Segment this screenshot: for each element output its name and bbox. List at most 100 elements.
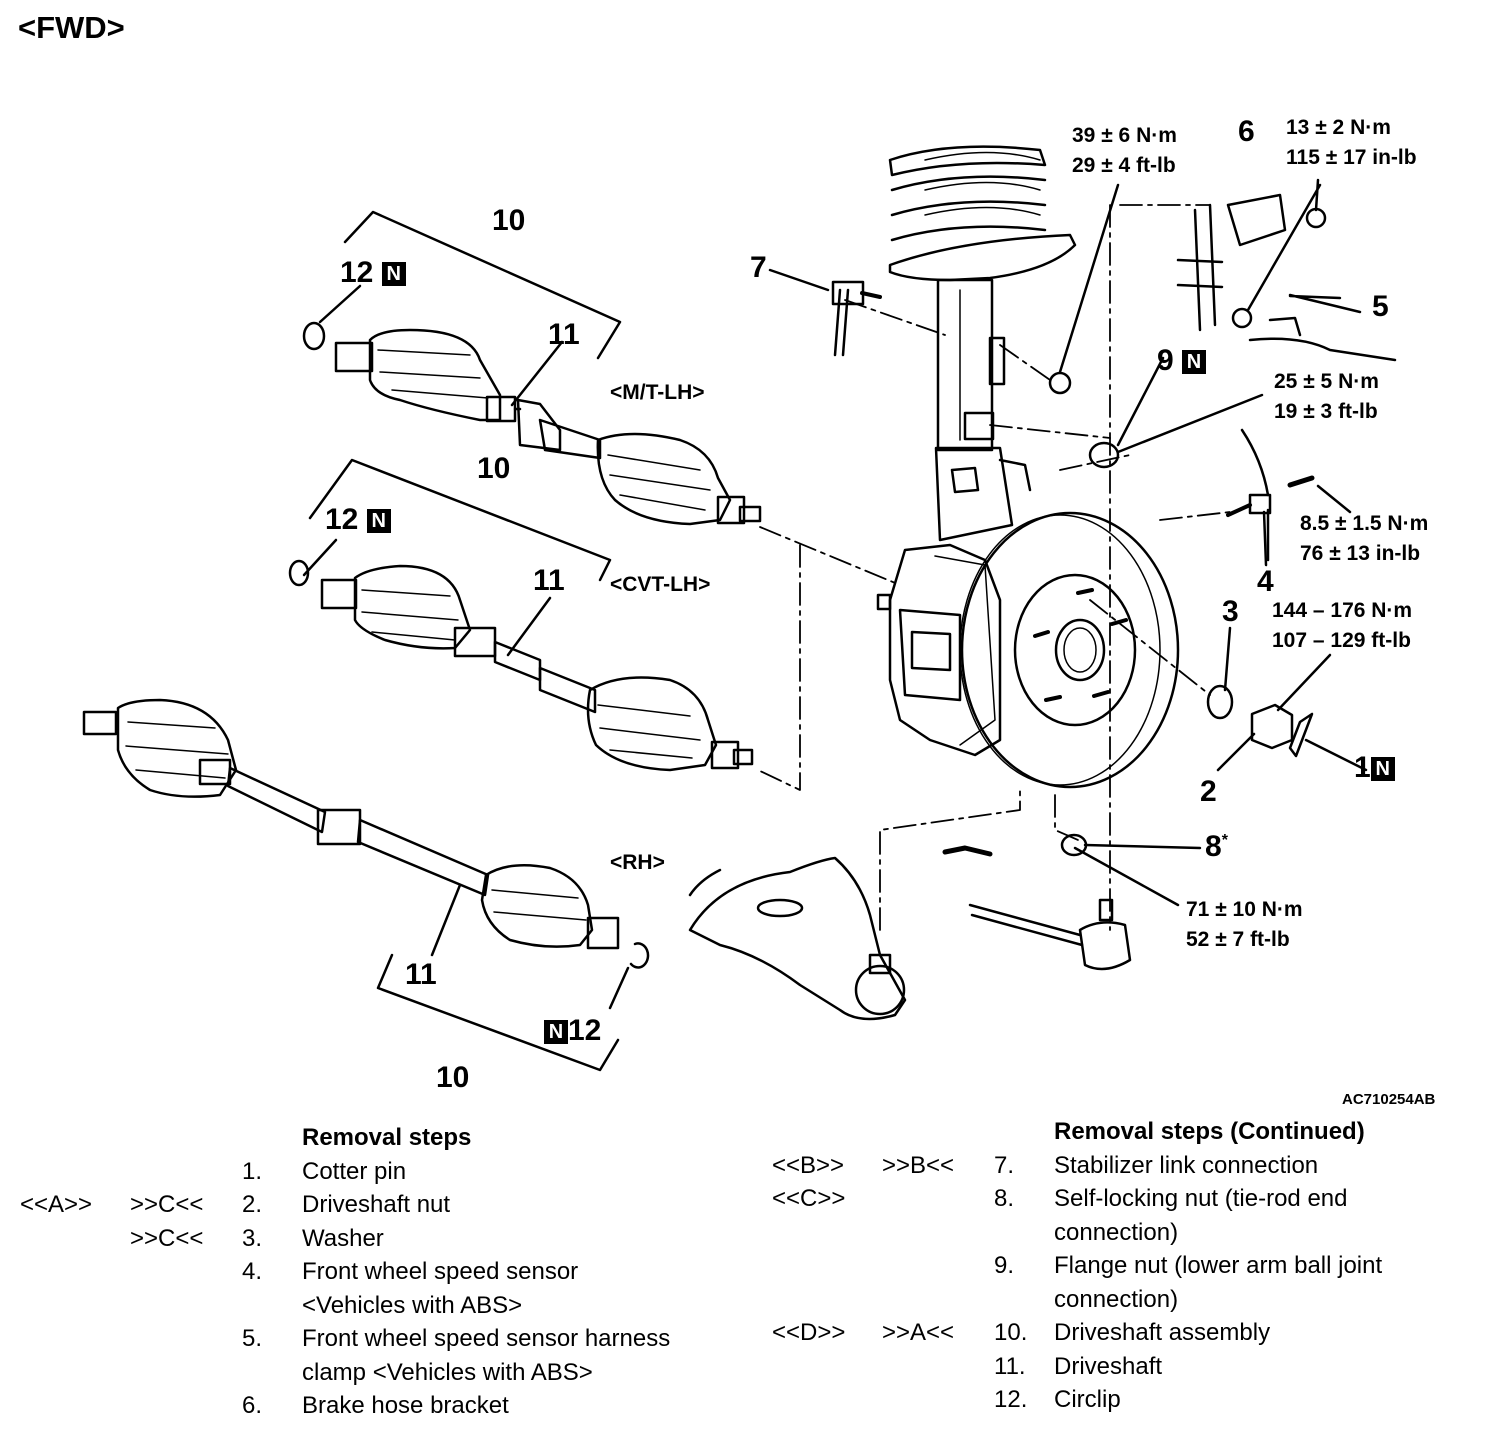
driveshaft-nut-2 — [1250, 703, 1294, 750]
step-text: Washer — [302, 1224, 384, 1252]
step-number: 11. — [994, 1352, 1026, 1380]
callout-5: 5 — [1372, 290, 1389, 323]
callout-8: 8* — [1205, 832, 1228, 862]
legend-heading: Removal steps (Continued) — [1054, 1118, 1365, 1145]
step-install-ref: >>A<< — [882, 1319, 955, 1346]
step-removal-ref: <<B>> — [772, 1151, 845, 1179]
step-install-ref: >>B<< — [882, 1151, 955, 1179]
step-number: 8. — [994, 1185, 1015, 1212]
step-removal-ref: <<A>> — [20, 1191, 93, 1218]
callout-3: 3 — [1222, 595, 1239, 628]
step-text: Circlip — [1054, 1386, 1121, 1413]
step-text: Cotter pin — [302, 1157, 407, 1185]
callout-11-mt: 11 — [548, 318, 580, 351]
torque-imperial: 115 ± 17 in-lb — [1286, 146, 1417, 169]
stabilizer-link — [831, 280, 882, 357]
cotter-pin-1 — [1288, 712, 1314, 758]
step-number: 10. — [994, 1319, 1028, 1346]
nut-39nm — [1048, 371, 1072, 395]
torque-imperial: 29 ± 4 ft-lb — [1072, 154, 1176, 177]
torque-spec-sensor-bolt: 8.5 ± 1.5 N·m 76 ± 13 in-lb — [1300, 509, 1428, 569]
torque-metric: 13 ± 2 N·m — [1286, 116, 1391, 139]
new-part-icon: N — [1370, 757, 1395, 782]
callout-10-rh: 10 — [436, 1061, 470, 1094]
driveshaft-mt-lh — [302, 321, 762, 526]
lower-arm — [688, 856, 907, 1021]
step-text: connection) — [1054, 1218, 1179, 1246]
brake-hose-bracket — [1176, 193, 1397, 362]
step-number: 6. — [242, 1392, 263, 1419]
new-part-icon: N — [544, 1020, 568, 1045]
step-text: Brake hose bracket — [302, 1392, 509, 1419]
step-text: Driveshaft assembly — [1054, 1319, 1271, 1346]
variant-label-cvt-lh: <CVT-LH> — [610, 573, 711, 596]
torque-spec-stabilizer-nut: 39 ± 6 N·m 29 ± 4 ft-lb — [1072, 121, 1177, 181]
new-part-icon: N — [381, 262, 406, 287]
step-text: Self-locking nut (tie-rod end — [1054, 1185, 1348, 1212]
brake-caliper — [876, 543, 1002, 757]
step-number: 7. — [994, 1151, 1015, 1179]
torque-imperial: 52 ± 7 ft-lb — [1186, 928, 1290, 951]
driveshaft-rh — [82, 698, 650, 969]
variant-label-rh: <RH> — [610, 851, 665, 874]
callout-12-mt-number: 12 — [340, 256, 374, 289]
step-text: Stabilizer link connection — [1054, 1151, 1319, 1179]
step-text: Flange nut (lower arm ball joint — [1054, 1252, 1383, 1279]
step-removal-ref: <<D>> — [772, 1319, 846, 1346]
callout-12-cvt: 12 N — [325, 505, 391, 535]
step-text: clamp <Vehicles with ABS> — [302, 1358, 593, 1386]
callout-6: 6 — [1238, 115, 1255, 148]
step-text: Front wheel speed sensor — [302, 1258, 579, 1285]
callout-12-rh-number: 12 — [568, 1014, 602, 1047]
brake-disc — [959, 511, 1180, 789]
callout-11-rh: 11 — [405, 958, 437, 991]
torque-metric: 39 ± 6 N·m — [1072, 124, 1177, 147]
step-number: 9. — [994, 1252, 1015, 1279]
step-text: connection) — [1054, 1285, 1179, 1313]
step-removal-ref: <<C>> — [772, 1185, 846, 1212]
new-part-icon: N — [366, 509, 391, 534]
torque-imperial: 107 – 129 ft-lb — [1272, 629, 1411, 652]
callout-8-asterisk: * — [1221, 832, 1228, 849]
step-number: 5. — [242, 1325, 263, 1352]
torque-spec-self-locking-nut: 71 ± 10 N·m 52 ± 7 ft-lb — [1186, 895, 1303, 955]
torque-imperial: 76 ± 13 in-lb — [1300, 542, 1421, 565]
step-text: Driveshaft nut — [302, 1191, 451, 1218]
callout-11-cvt: 11 — [533, 564, 565, 597]
callout-2: 2 — [1200, 775, 1217, 808]
callout-9: 9 N — [1157, 344, 1207, 377]
variant-label-mt-lh: <M/T-LH> — [610, 381, 705, 404]
torque-metric: 25 ± 5 N·m — [1274, 370, 1379, 393]
step-number: 1. — [242, 1157, 263, 1185]
flange-nut-9 — [1088, 441, 1120, 469]
wheel-speed-sensor — [1226, 428, 1315, 562]
callout-12-mt: 12 N — [340, 258, 406, 288]
removal-steps-left: Removal steps 1. Cotter pin <<A>> >>C<< … — [0, 1121, 760, 1421]
step-install-ref: >>C<< — [130, 1191, 204, 1218]
strut-assembly — [888, 145, 1077, 542]
page-title: <FWD> — [18, 10, 125, 45]
callout-12-cvt-number: 12 — [325, 503, 359, 536]
figure-reference: AC710254AB — [1342, 1091, 1436, 1108]
torque-metric: 8.5 ± 1.5 N·m — [1300, 512, 1429, 535]
callout-1-number: 1 — [1354, 751, 1371, 784]
torque-spec-flange-nut: 25 ± 5 N·m 19 ± 3 ft-lb — [1274, 367, 1379, 427]
callout-10-mt: 10 — [492, 204, 526, 237]
step-number: 12. — [994, 1386, 1028, 1413]
removal-steps-right: Removal steps (Continued) <<B>> >>B<< 7.… — [760, 1115, 1500, 1425]
callout-4: 4 — [1257, 565, 1274, 598]
step-number: 2. — [242, 1191, 263, 1218]
callout-8-number: 8 — [1205, 830, 1222, 863]
callout-7: 7 — [750, 251, 767, 284]
callout-9-number: 9 — [1157, 344, 1174, 377]
step-number: 4. — [242, 1258, 263, 1285]
torque-spec-bracket-bolt: 13 ± 2 N·m 115 ± 17 in-lb — [1286, 113, 1417, 173]
torque-imperial: 19 ± 3 ft-lb — [1274, 400, 1378, 423]
step-text: <Vehicles with ABS> — [302, 1291, 523, 1319]
torque-metric: 71 ± 10 N·m — [1186, 898, 1303, 921]
new-part-icon: N — [1182, 350, 1207, 375]
